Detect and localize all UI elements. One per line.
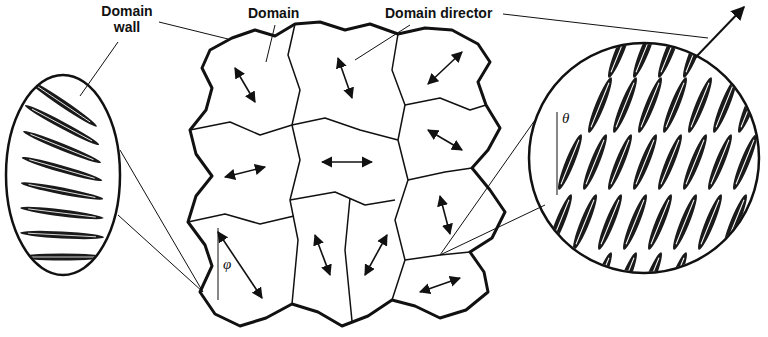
- drawing-part: [570, 192, 601, 251]
- drawing-part: [322, 161, 372, 163]
- angle-symbol: θ: [561, 110, 570, 126]
- drawing-part: [635, 75, 666, 134]
- drawing-part: [355, 25, 410, 60]
- drawing-part: [315, 235, 330, 275]
- drawing-part: [345, 198, 352, 321]
- drawing-part: [428, 52, 462, 84]
- drawing-part: [21, 154, 104, 184]
- magnified-domain: [529, 43, 759, 273]
- drawing-part: [408, 168, 472, 180]
- drawing-part: [440, 205, 545, 255]
- magnified-wall: [6, 75, 120, 275]
- drawing-part: [188, 214, 294, 224]
- drawing-part: [159, 22, 228, 39]
- drawing-part: [120, 150, 203, 292]
- angle-symbol: φ: [222, 256, 232, 272]
- domain-walls: [188, 24, 486, 321]
- drawing-part: [225, 167, 265, 177]
- drawing-part: [288, 24, 300, 304]
- drawing-part: [20, 229, 104, 240]
- part-label: Domain director: [385, 5, 492, 21]
- drawing-part: [292, 118, 398, 140]
- drawing-part: [290, 192, 395, 205]
- drawing-part: [620, 192, 651, 251]
- domain-region: [188, 22, 505, 326]
- drawing-part: [80, 42, 118, 96]
- drawing-part: [660, 250, 691, 309]
- drawing-part: [610, 75, 641, 134]
- reference-line: [218, 228, 219, 300]
- drawing-part: [440, 196, 450, 234]
- drawing-part: [635, 250, 666, 309]
- drawing-part: [630, 132, 661, 191]
- drawing-part: [190, 122, 292, 135]
- drawing-part: [20, 204, 104, 221]
- drawing-part: [735, 75, 766, 134]
- drawing-part: [660, 75, 691, 134]
- drawing-part: [680, 132, 711, 191]
- drawing-part: [595, 192, 626, 251]
- drawing-part: [585, 75, 616, 134]
- drawing-part: [420, 278, 460, 292]
- drawing-part: [645, 192, 676, 251]
- drawing-part: [705, 132, 736, 191]
- leader-lines: [80, 14, 708, 292]
- drawing-part: [710, 75, 741, 134]
- drawing-part: [555, 132, 586, 191]
- drawing-part: [118, 215, 203, 292]
- part-label: Domain wall: [96, 3, 158, 35]
- drawing-part: [655, 132, 686, 191]
- drawing-part: [266, 25, 275, 62]
- reference-line: [557, 112, 558, 195]
- drawing-part: [20, 180, 104, 203]
- drawing-part: [428, 130, 462, 150]
- drawing-part: [685, 75, 716, 134]
- drawing-part: [23, 102, 100, 148]
- drawing-part: [503, 14, 708, 38]
- drawing-part: [610, 250, 641, 309]
- part-label: Domain: [248, 5, 299, 21]
- drawing-part: [720, 192, 751, 251]
- splay-rods: [20, 77, 104, 261]
- drawing-part: [440, 120, 535, 255]
- drawing-part: [670, 192, 701, 251]
- drawing-part: [405, 98, 486, 110]
- drawing-part: [235, 68, 255, 102]
- drawing-part: [405, 252, 470, 260]
- drawing-part: [338, 58, 352, 98]
- drawing-part: [218, 232, 262, 298]
- director-arrow: [695, 7, 744, 58]
- domain-directors: [218, 52, 462, 298]
- drawing-part: [580, 132, 611, 191]
- drawing-part: [605, 132, 636, 191]
- drawing-part: [365, 235, 387, 275]
